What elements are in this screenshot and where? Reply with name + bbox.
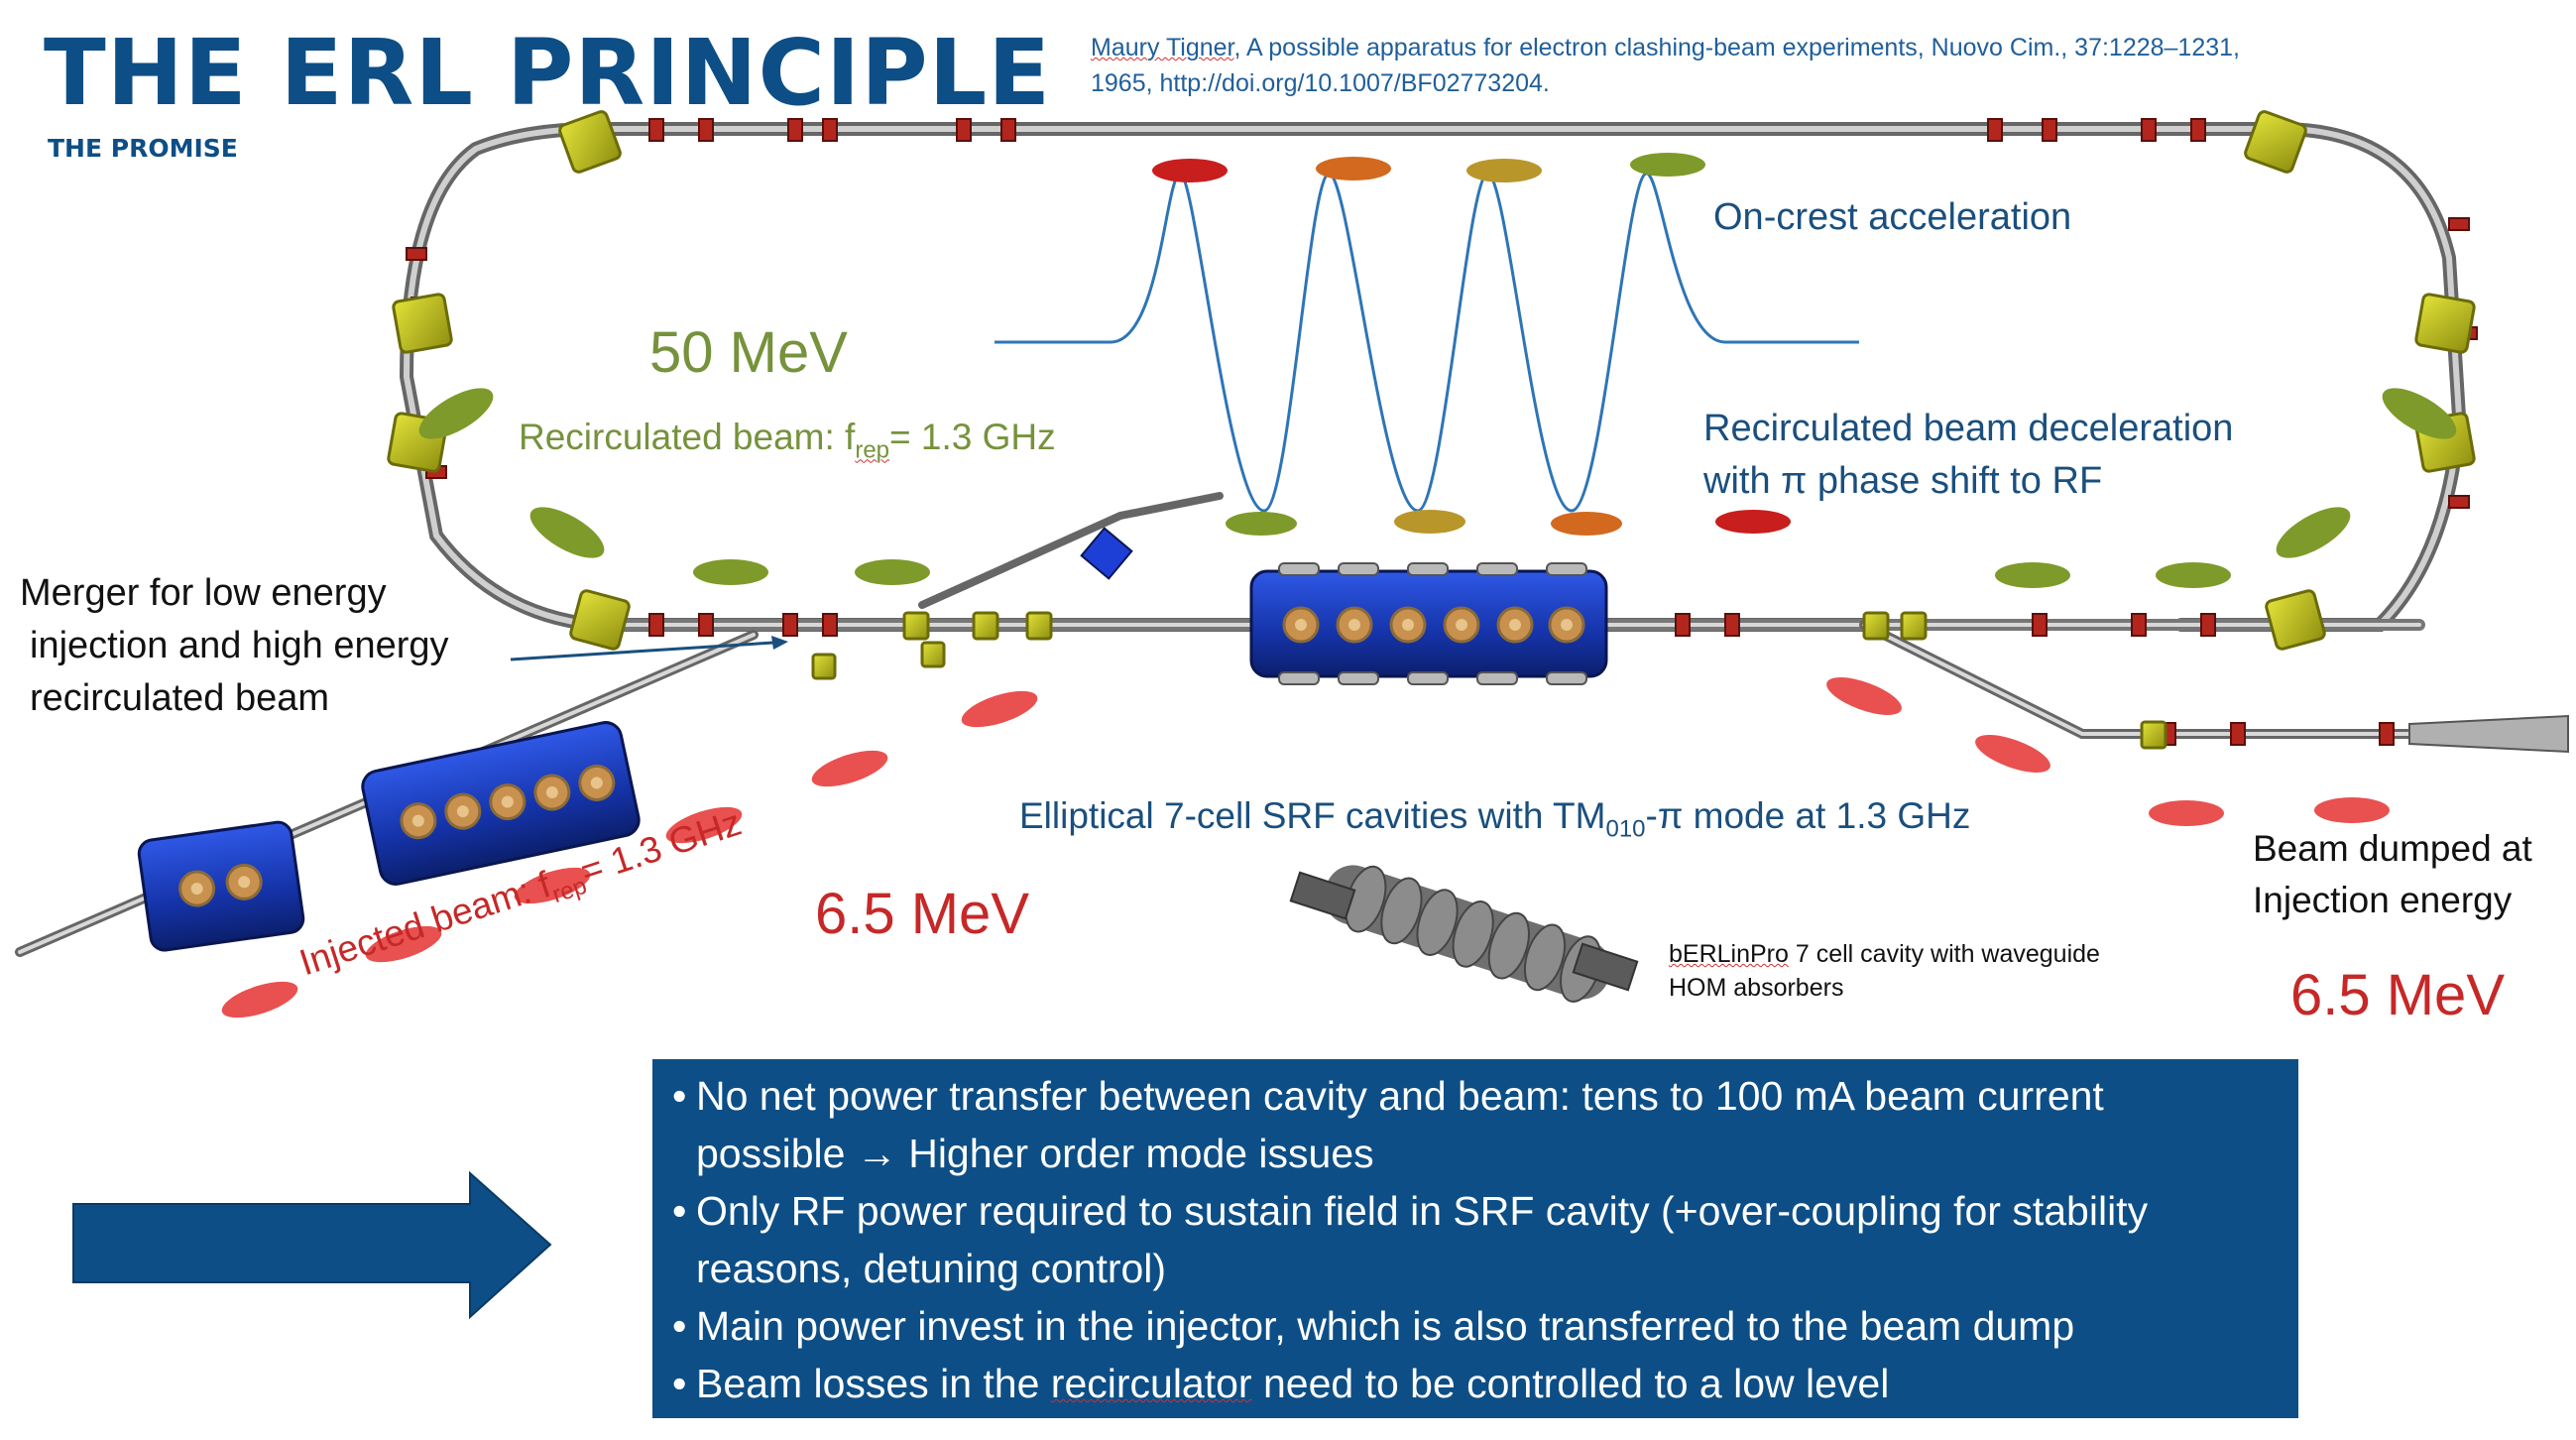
cavity-caption: bERLinPro 7 cell cavity with waveguide H… (1669, 940, 2100, 1002)
summary-arrow (72, 1170, 552, 1320)
beam-bunches (221, 153, 2457, 1019)
merger-label: Merger for low energy injection and high… (20, 572, 449, 719)
injector-cavity-module-1 (361, 721, 641, 886)
injector-cavity-module-2 (137, 820, 305, 952)
energy-high-label: 50 MeV (649, 320, 848, 385)
bullet-injector-power: Main power invest in the injector, which… (672, 1297, 2275, 1355)
reference-text: , A possible apparatus for electron clas… (1091, 34, 2240, 97)
reference-author: Maury Tigner (1091, 34, 1234, 61)
dipole-magnets (387, 110, 2476, 750)
merger-dipole (1080, 527, 1133, 580)
energy-low-center-label: 6.5 MeV (815, 882, 1029, 946)
main-srf-cavity-module (1249, 562, 1608, 685)
bullet-power-transfer: No net power transfer between cavity and… (672, 1067, 2275, 1182)
bullet-beam-losses: Beam losses in the recirculator need to … (672, 1355, 2275, 1412)
beam-dump (2408, 714, 2569, 754)
summary-bullets: No net power transfer between cavity and… (652, 1059, 2298, 1418)
merger-arrow (510, 636, 788, 661)
page-subtitle: THE PROMISE (48, 134, 238, 163)
deceleration-label: Recirculated beam deceleration with π ph… (1703, 408, 2234, 502)
cavities-label: Elliptical 7-cell SRF cavities with TM01… (1019, 795, 1971, 843)
oncrest-label: On-crest acceleration (1713, 196, 2072, 238)
bullet-rf-power: Only RF power required to sustain field … (672, 1182, 2275, 1297)
recirculated-beam-label: Recirculated beam: frep= 1.3 GHz (519, 417, 1056, 464)
page-title: THE ERL PRINCIPLE (44, 20, 1052, 126)
beam-dump-label: Beam dumped at Injection energy (2253, 828, 2532, 920)
reference-citation: Maury Tigner, A possible apparatus for e… (1091, 30, 2261, 101)
cavity-image (1289, 865, 1639, 1003)
energy-low-right-label: 6.5 MeV (2290, 963, 2505, 1027)
